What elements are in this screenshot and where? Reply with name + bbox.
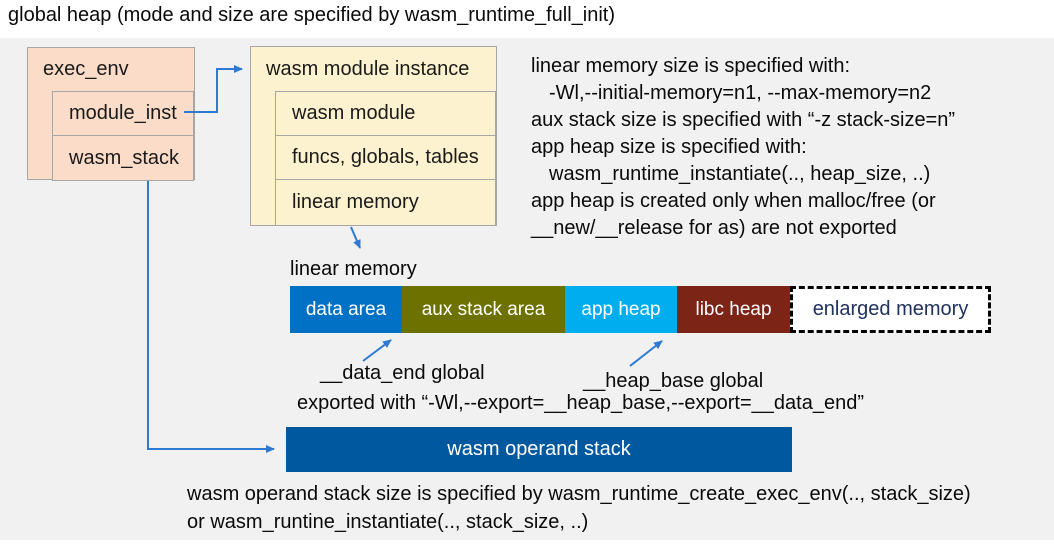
- note-line: aux stack size is specified with “-z sta…: [531, 109, 956, 131]
- memory-segment-enlarged-memory: enlarged memory: [790, 286, 991, 333]
- memory-segment-aux-stack-area: aux stack area: [402, 286, 565, 333]
- heap-base-global-label: __heap_base global: [583, 370, 764, 392]
- operand-stack-notes: wasm operand stack size is specified by …: [187, 480, 971, 536]
- exec-env-title: exec_env: [43, 58, 129, 80]
- linear-memory-label: linear memory: [290, 258, 417, 280]
- exec-env-row-wasm-stack: wasm_stack: [52, 135, 194, 181]
- note-line: linear memory size is specified with:: [531, 55, 850, 77]
- export-line-label: exported with “-Wl,--export=__heap_base,…: [297, 392, 864, 414]
- module-instance-row-funcs-globals-tables: funcs, globals, tables: [275, 135, 496, 180]
- data-end-global-label: __data_end global: [320, 362, 485, 384]
- module-instance-title: wasm module instance: [266, 58, 470, 80]
- note-line: wasm operand stack size is specified by …: [187, 483, 971, 505]
- module-instance-row-linear-memory: linear memory: [275, 179, 496, 226]
- memory-segment-data-area: data area: [290, 286, 402, 333]
- note-line: -Wl,--initial-memory=n1, --max-memory=n2: [549, 82, 932, 104]
- page-title: global heap (mode and size are specified…: [8, 4, 615, 26]
- exec-env-box: exec_env module_inst wasm_stack: [27, 47, 195, 181]
- memory-segment-libc-heap: libc heap: [677, 286, 790, 333]
- note-line: __new/__release for as) are not exported: [531, 217, 897, 239]
- note-line: or wasm_runtine_instantiate(.., stack_si…: [187, 511, 589, 533]
- module-instance-box: wasm module instance wasm module funcs, …: [250, 46, 497, 226]
- memory-segment-app-heap: app heap: [565, 286, 677, 333]
- exec-env-row-module-inst: module_inst: [52, 91, 194, 136]
- wasm-operand-stack-bar: wasm operand stack: [286, 427, 792, 472]
- module-instance-row-wasm-module: wasm module: [275, 91, 496, 136]
- note-line: app heap size is specified with:: [531, 136, 807, 158]
- linear-memory-notes: linear memory size is specified with: -W…: [531, 53, 955, 242]
- note-line: app heap is created only when malloc/fre…: [531, 190, 936, 212]
- note-line: wasm_runtime_instantiate(.., heap_size, …: [549, 163, 931, 185]
